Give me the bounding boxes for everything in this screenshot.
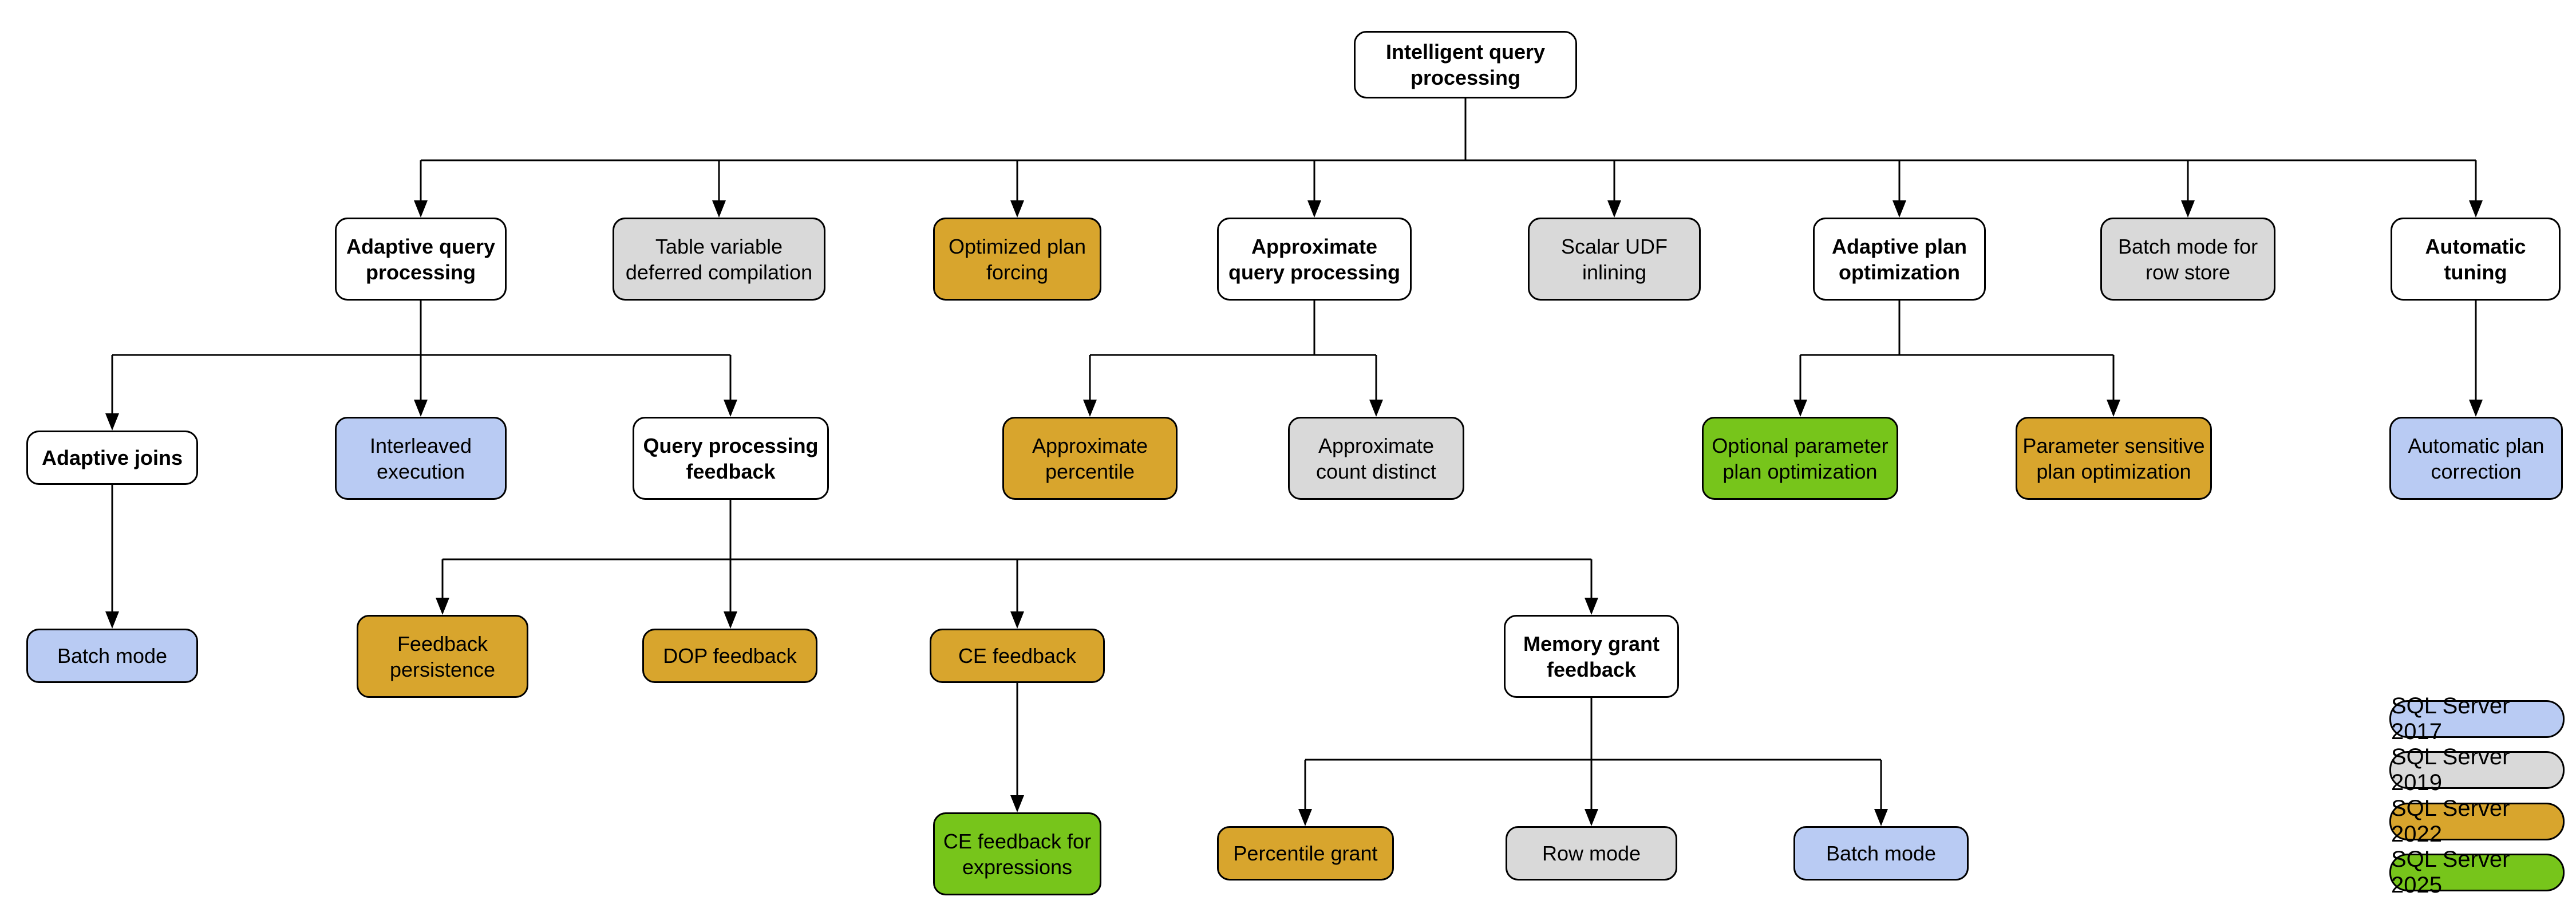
node-memory-grant-feedback: Memory grant feedback: [1504, 615, 1679, 698]
node-adaptive-joins: Adaptive joins: [26, 431, 198, 485]
legend-sql-server-2025: SQL Server 2025: [2389, 847, 2565, 898]
node-batch-mode-for-row-store: Batch mode for row store: [2100, 218, 2275, 301]
node-batch-mode-memory-grant: Batch mode: [1793, 826, 1969, 881]
node-dop-feedback: DOP feedback: [642, 629, 817, 683]
node-query-processing-feedback: Query processing feedback: [633, 417, 829, 500]
node-row-mode: Row mode: [1506, 826, 1677, 881]
node-table-variable-deferred-compilation: Table variable deferred compilation: [613, 218, 825, 301]
node-adaptive-plan-optimization: Adaptive plan optimization: [1813, 218, 1986, 301]
node-optimized-plan-forcing: Optimized plan forcing: [933, 218, 1101, 301]
node-approximate-count-distinct: Approximate count distinct: [1288, 417, 1464, 500]
node-scalar-udf-inlining: Scalar UDF inlining: [1528, 218, 1701, 301]
node-ce-feedback-for-expressions: CE feedback for expressions: [933, 812, 1101, 895]
connector-arrows: [105, 160, 2483, 826]
node-automatic-tuning: Automatic tuning: [2391, 218, 2561, 301]
legend-sql-server-2017: SQL Server 2017: [2389, 693, 2565, 744]
node-approximate-query-processing: Approximate query processing: [1217, 218, 1412, 301]
node-batch-mode-adaptive-joins: Batch mode: [26, 629, 198, 683]
node-automatic-plan-correction: Automatic plan correction: [2389, 417, 2563, 500]
node-intelligent-query-processing: Intelligent query processing: [1354, 31, 1577, 98]
node-approximate-percentile: Approximate percentile: [1002, 417, 1178, 500]
node-ce-feedback: CE feedback: [930, 629, 1105, 683]
node-optional-parameter-plan-optimization: Optional parameter plan optimization: [1702, 417, 1898, 500]
node-adaptive-query-processing: Adaptive query processing: [335, 218, 507, 301]
legend-sql-server-2022: SQL Server 2022: [2389, 796, 2565, 847]
node-percentile-grant: Percentile grant: [1217, 826, 1394, 881]
legend-sql-server-2019: SQL Server 2019: [2389, 744, 2565, 795]
node-parameter-sensitive-plan-optimization: Parameter sensitive plan optimization: [2016, 417, 2212, 500]
node-interleaved-execution: Interleaved execution: [335, 417, 507, 500]
node-feedback-persistence: Feedback persistence: [357, 615, 528, 698]
